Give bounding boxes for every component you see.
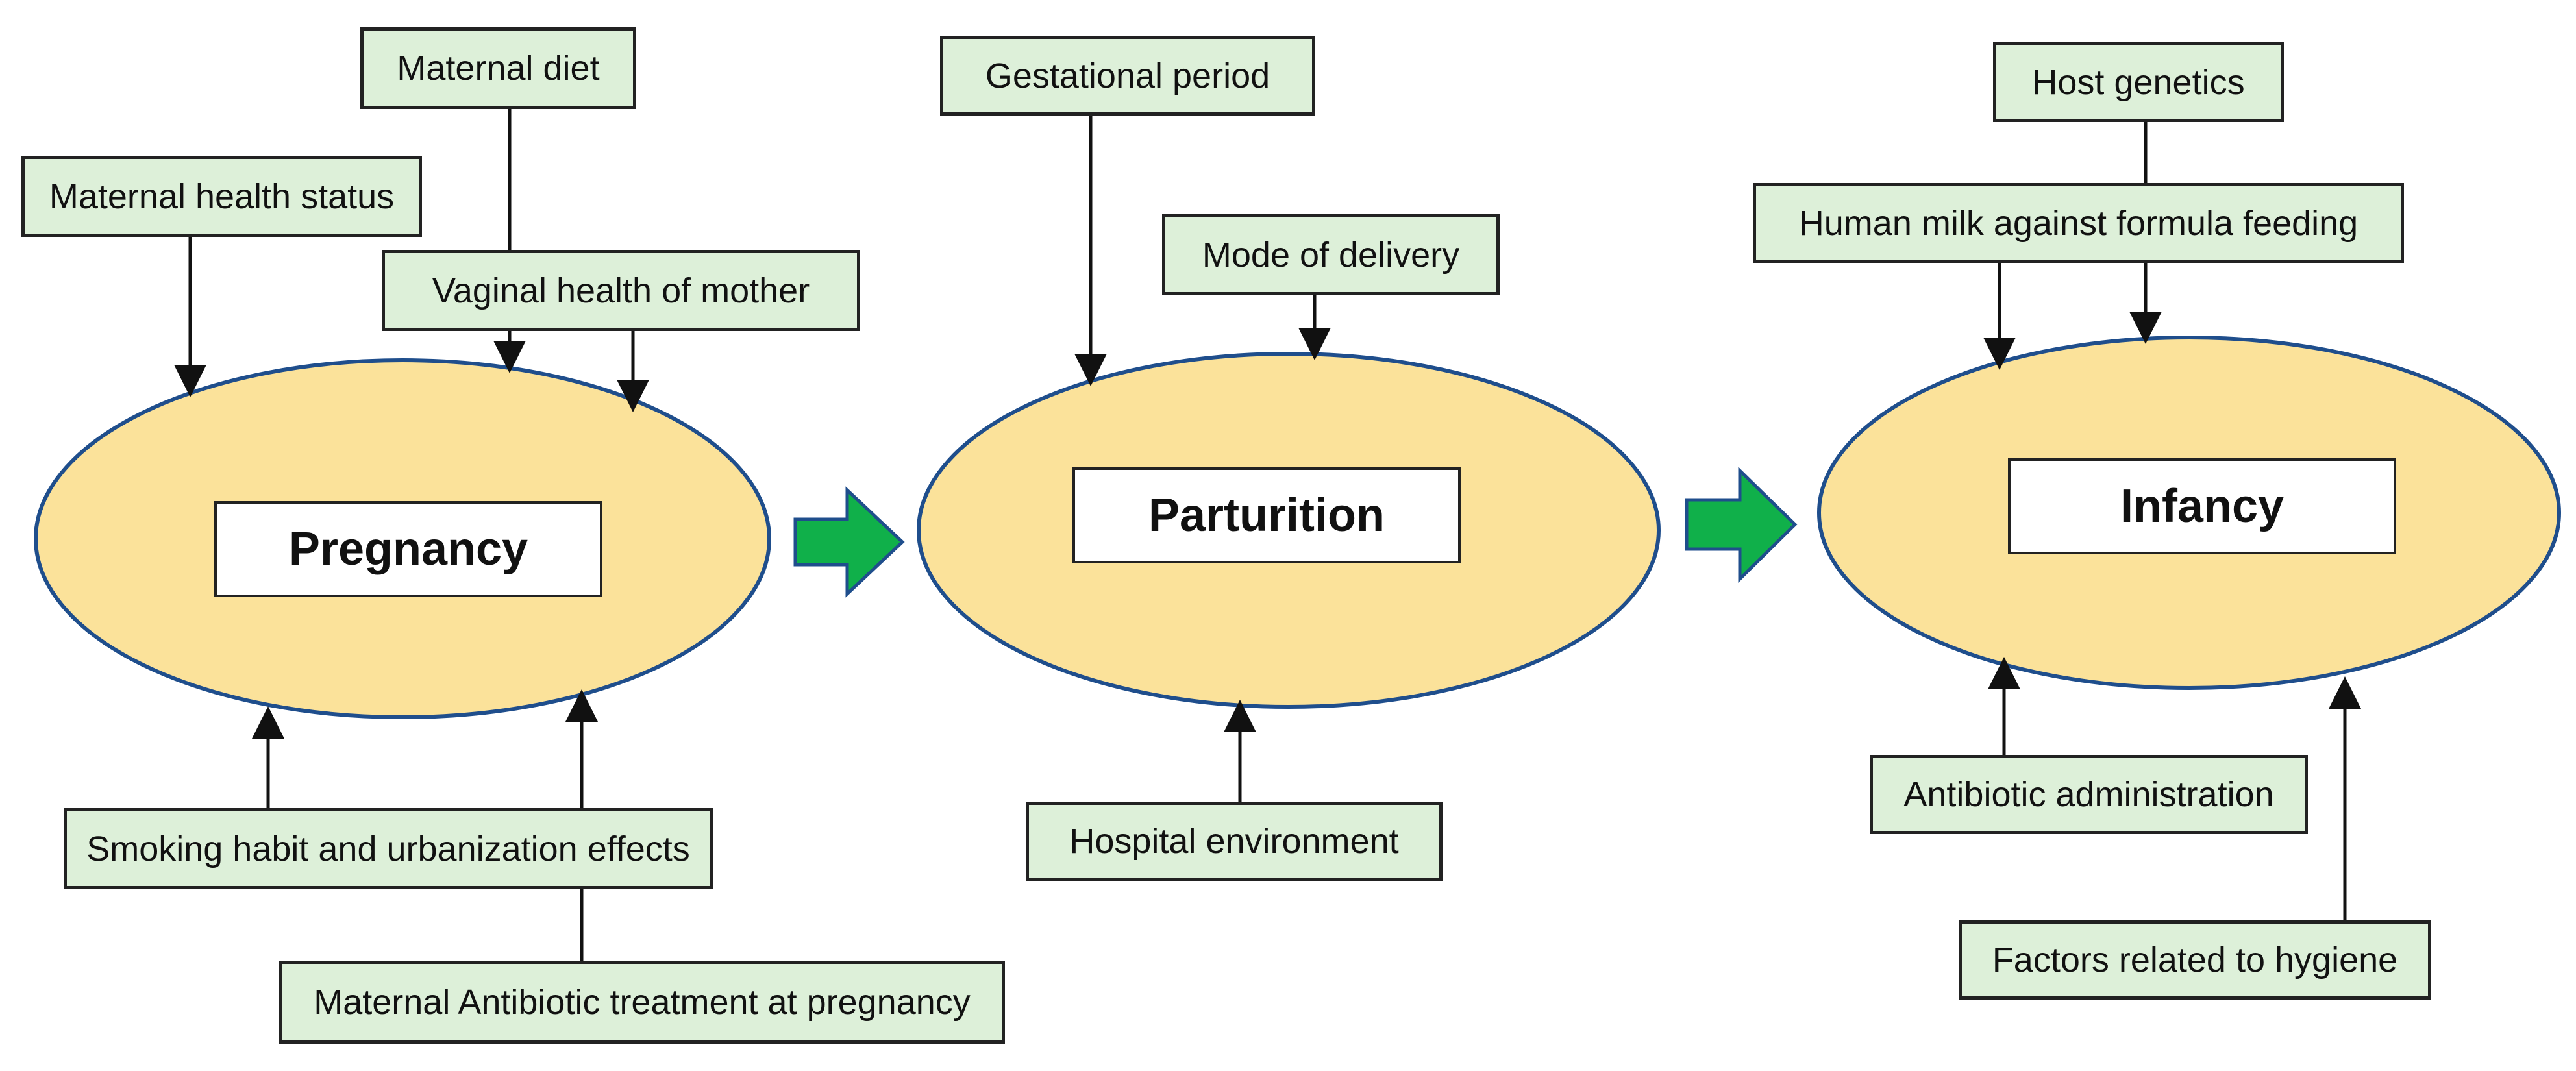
factor-gestational-period: Gestational period: [940, 36, 1315, 116]
factor-vaginal-health: Vaginal health of mother: [382, 250, 860, 331]
infancy-label: Infancy: [2008, 458, 2396, 554]
factor-mode-of-delivery: Mode of delivery: [1162, 214, 1500, 295]
factor-antibiotic-administration: Antibiotic administration: [1870, 755, 2308, 834]
green-arrow-2: [1685, 467, 1798, 583]
factor-host-genetics: Host genetics: [1993, 42, 2284, 122]
green-arrow-1: [793, 486, 905, 598]
factor-human-milk-formula: Human milk against formula feeding: [1753, 183, 2404, 263]
factor-maternal-antibiotic: Maternal Antibiotic treatment at pregnan…: [279, 961, 1005, 1044]
parturition-label: Parturition: [1072, 467, 1461, 563]
pregnancy-label: Pregnancy: [214, 501, 602, 597]
factor-hygiene: Factors related to hygiene: [1959, 920, 2431, 1000]
factor-smoking-urbanization: Smoking habit and urbanization effects: [64, 808, 713, 889]
factor-hospital-environment: Hospital environment: [1026, 802, 1443, 881]
factor-maternal-diet: Maternal diet: [360, 27, 636, 109]
factor-maternal-health-status: Maternal health status: [21, 156, 422, 237]
